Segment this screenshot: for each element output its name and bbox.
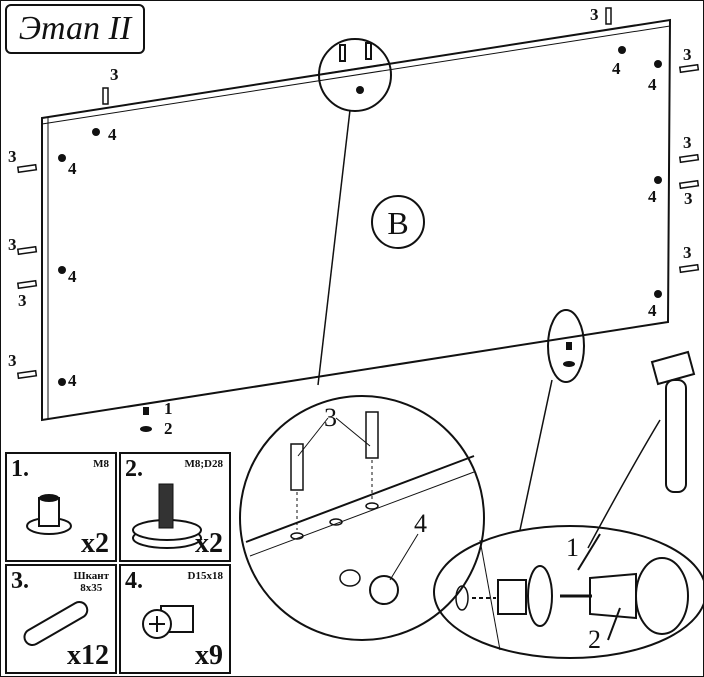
svg-text:4: 4 xyxy=(648,187,657,206)
svg-text:4: 4 xyxy=(108,125,117,144)
svg-text:3: 3 xyxy=(8,351,17,370)
svg-text:4: 4 xyxy=(648,75,657,94)
label-dowel: 3 xyxy=(110,65,119,84)
svg-text:4: 4 xyxy=(612,59,621,78)
part-spec: M8 xyxy=(93,458,109,470)
svg-text:3: 3 xyxy=(683,133,692,152)
stage-title: Этап II xyxy=(5,4,145,54)
mallet-icon xyxy=(587,350,696,549)
part-spec: M8;D28 xyxy=(184,458,224,470)
part-3-cell: 3. Шкант 8x35 x12 xyxy=(5,564,117,674)
svg-text:4: 4 xyxy=(414,509,427,538)
svg-text:3: 3 xyxy=(18,291,27,310)
svg-text:3: 3 xyxy=(683,243,692,262)
cam-lock-markers xyxy=(58,46,662,386)
part-qty: x2 xyxy=(81,528,109,559)
part-4-cell: 4. D15x18 x9 xyxy=(119,564,231,674)
panel-letter-circle xyxy=(371,195,425,249)
parts-legend: 1. M8 x2 2. M8;D28 x2 3. Шкант 8x35 x12 … xyxy=(5,452,233,675)
leveler-marker xyxy=(140,342,575,432)
zoom-circle-top xyxy=(317,38,393,386)
part-number: 1. xyxy=(11,456,29,482)
part-qty: x9 xyxy=(195,640,223,671)
part-qty: x2 xyxy=(195,528,223,559)
svg-text:1: 1 xyxy=(164,399,173,418)
dowel-icon xyxy=(23,601,89,646)
part-spec: Шкант 8x35 xyxy=(73,570,110,594)
part-number: 4. xyxy=(125,568,143,594)
svg-text:3: 3 xyxy=(684,189,693,208)
cam-lock-icon xyxy=(142,605,194,639)
svg-text:3: 3 xyxy=(324,403,337,432)
callout-labels: 3 4 3 4 3 4 3 4 3 4 3 3 4 3 3 4 3 4 1 2 xyxy=(8,5,693,438)
part-number: 3. xyxy=(11,568,29,594)
svg-text:2: 2 xyxy=(588,625,601,654)
svg-text:3: 3 xyxy=(590,5,599,24)
leveler-foot-icon xyxy=(132,483,202,549)
part-2-cell: 2. M8;D28 x2 xyxy=(119,452,231,562)
svg-text:3: 3 xyxy=(8,147,17,166)
detail-leveler xyxy=(433,309,704,659)
panel-b xyxy=(41,18,672,422)
detail-circle-dowel xyxy=(239,395,485,641)
svg-text:4: 4 xyxy=(68,159,77,178)
part-qty: x12 xyxy=(67,640,109,671)
svg-text:2: 2 xyxy=(164,419,173,438)
svg-text:3: 3 xyxy=(683,45,692,64)
svg-text:3: 3 xyxy=(8,235,17,254)
svg-text:4: 4 xyxy=(68,371,77,390)
insert-nut-icon xyxy=(26,494,72,535)
panel-letter: B xyxy=(387,205,408,241)
svg-text:4: 4 xyxy=(68,267,77,286)
part-spec: D15x18 xyxy=(187,570,223,582)
svg-text:1: 1 xyxy=(566,533,579,562)
part-number: 2. xyxy=(125,456,143,482)
dowel-markers xyxy=(16,7,700,380)
part-1-cell: 1. M8 x2 xyxy=(5,452,117,562)
svg-text:4: 4 xyxy=(648,301,657,320)
